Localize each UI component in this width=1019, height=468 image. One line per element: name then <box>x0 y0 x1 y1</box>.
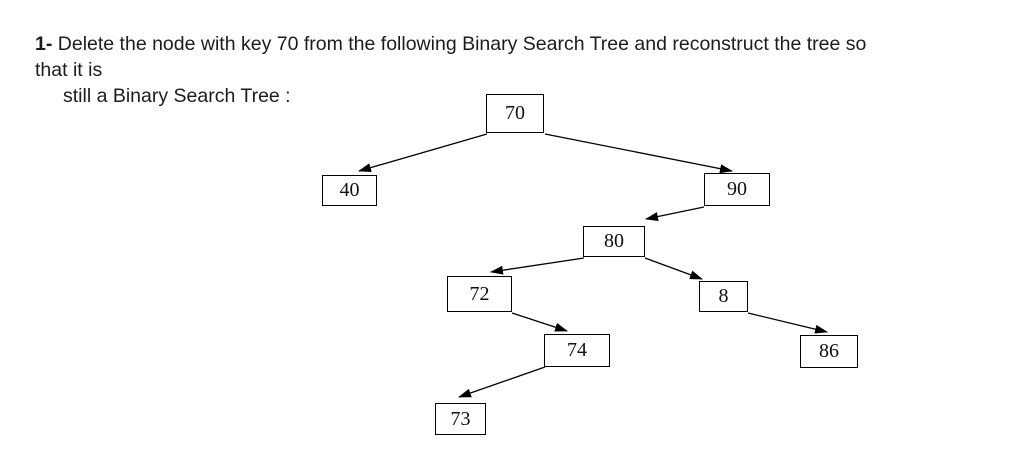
tree-node-40: 40 <box>322 175 377 206</box>
tree-node-70: 70 <box>486 94 544 133</box>
edge-70-40 <box>358 133 488 172</box>
question-line-3: still a Binary Search Tree : <box>63 85 291 107</box>
tree-node-80: 80 <box>583 226 645 257</box>
tree-node-90: 90 <box>704 173 770 206</box>
question-line-1: 1- Delete the node with key 70 from the … <box>35 31 866 57</box>
edge-80-72 <box>490 257 585 275</box>
edge-80-8 <box>644 257 703 280</box>
tree-node-72: 72 <box>447 276 512 312</box>
edge-70-90 <box>544 133 733 174</box>
tree-node-73: 73 <box>435 403 486 435</box>
question-line-2: that it is <box>35 59 103 81</box>
edge-72-74 <box>511 312 568 332</box>
question-line-1-text: Delete the node with key 70 from the fol… <box>57 33 867 55</box>
tree-node-74: 74 <box>544 334 610 367</box>
question-text-block: 1- Delete the node with key 70 from the … <box>35 31 866 109</box>
edge-8-86 <box>747 312 828 334</box>
question-number: 1- <box>35 33 53 55</box>
edge-74-73 <box>458 366 546 398</box>
edge-90-80 <box>645 206 705 221</box>
tree-node-8: 8 <box>699 281 748 312</box>
tree-node-86: 86 <box>800 335 858 368</box>
